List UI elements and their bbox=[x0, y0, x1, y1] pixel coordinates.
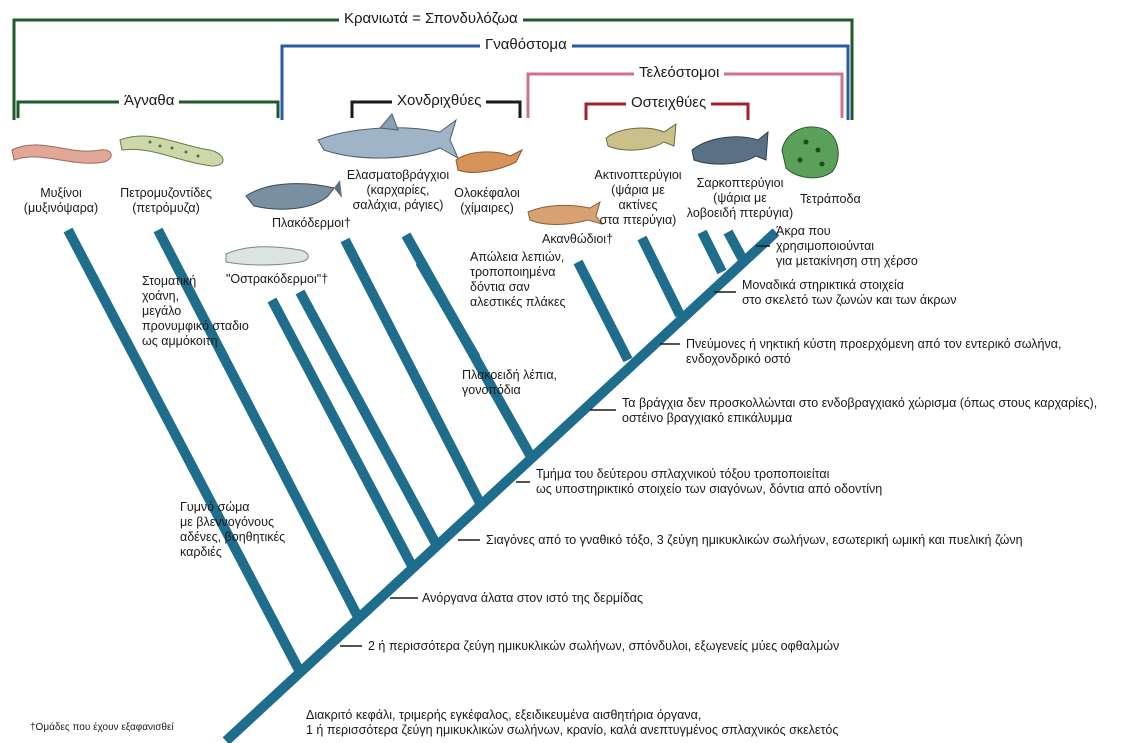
taxon-elasmobranchs: Ελασματοβράγχιοι (καρχαρίες, σαλάχια, ρά… bbox=[338, 168, 458, 213]
branch-elasmobranchs bbox=[420, 262, 476, 358]
branch-actinopterygii bbox=[642, 238, 680, 315]
character-c3: Ανόργανα άλατα στον ιστό της δερμίδας bbox=[422, 591, 643, 606]
character-c4: Σιαγόνες από το γναθικό τόξο, 3 ζεύγη ημ… bbox=[486, 533, 1023, 548]
branch-sarcopterygii bbox=[702, 232, 722, 272]
lamprey-illustration bbox=[120, 136, 223, 166]
taxon-tetrapods: Τετράποδα bbox=[800, 192, 861, 207]
holocephali-character-note: Απώλεια λεπιών, τροποποιημένα δόντια σαν… bbox=[470, 250, 566, 310]
craniata-header: Κρανιωτά = Σπονδυλόζωα bbox=[339, 10, 523, 27]
taxon-lampreys: Πετρομυζοντίδες (πετρόμυζα) bbox=[106, 186, 226, 216]
ray-finned-fish-illustration bbox=[606, 124, 676, 150]
branch-ostracoderm-2 bbox=[300, 292, 436, 544]
character-c2: 2 ή περισσότερα ζεύγη ημικυκλικών σωλήνω… bbox=[368, 639, 839, 654]
taxon-actinopterygii: Ακτινοπτερύγιοι (ψάρια με ακτίνες στα πτ… bbox=[586, 168, 690, 228]
taxon-hagfish: Μυξίνοι (μυξινόψαρα) bbox=[16, 186, 106, 216]
extinct-footnote: †Ομάδες που έχουν εξαφανισθεί bbox=[30, 722, 174, 733]
frog-illustration bbox=[782, 127, 838, 178]
branch-tetrapod-sister bbox=[728, 232, 742, 258]
chimaera-illustration bbox=[456, 150, 522, 172]
chondrichthyes-header: Χονδριχθύες bbox=[392, 92, 486, 109]
lobe-finned-fish-illustration bbox=[692, 132, 768, 164]
osteichthyes-header: Οστειχθύες bbox=[626, 94, 711, 111]
gnathostomata-bracket bbox=[282, 46, 848, 120]
taxon-sarcopterygii: Σαρκοπτερύγιοι (ψάρια με λοβοειδή πτερύγ… bbox=[680, 176, 800, 221]
character-c8: Μοναδικά στηρικτικά στοιχεία στο σκελετό… bbox=[742, 278, 956, 308]
lamprey-character-note: Στοματική χοάνη, μεγάλο προνυμφικό σταδι… bbox=[142, 274, 249, 349]
taxon-placoderms: Πλακόδερμοι† bbox=[272, 216, 351, 231]
agnatha-header: Άγναθα bbox=[119, 92, 179, 109]
placoderm-illustration bbox=[246, 180, 342, 209]
hagfish-character-note: Γυμνό σώμα με βλεννογόνους αδένες, βοηθη… bbox=[180, 500, 285, 560]
taxon-holocephali: Ολοκέφαλοι (χίμαιρες) bbox=[446, 186, 528, 216]
hagfish-illustration bbox=[12, 145, 111, 163]
teleostomi-header: Τελεόστομοι bbox=[634, 64, 724, 81]
branch-placoderms bbox=[345, 240, 480, 503]
elasmobranch-character-note: Πλακοειδή λέπια, γονοπόδια bbox=[462, 368, 557, 398]
character-c5: Τμήμα του δεύτερου σπλαχνικού τόξου τροπ… bbox=[536, 467, 882, 497]
ostracoderm-illustration bbox=[226, 247, 308, 265]
character-c1: Διακριτό κεφάλι, τριμερής εγκέφαλος, εξε… bbox=[306, 708, 838, 738]
character-c7: Πνεύμονες ή νηκτική κύστη προερχόμενη απ… bbox=[686, 337, 1061, 367]
character-c6: Τα βράγχια δεν προσκολλώνται στο ενδοβρα… bbox=[622, 396, 1097, 426]
branch-acanthodians bbox=[578, 262, 628, 360]
character-c9: Άκρα που χρησιμοποιούνται για μετακίνηση… bbox=[776, 224, 918, 269]
shark-illustration bbox=[318, 114, 458, 158]
gnathostomata-header: Γναθόστομα bbox=[480, 36, 572, 53]
taxon-acanthodians: Ακανθώδιοι† bbox=[542, 232, 613, 247]
